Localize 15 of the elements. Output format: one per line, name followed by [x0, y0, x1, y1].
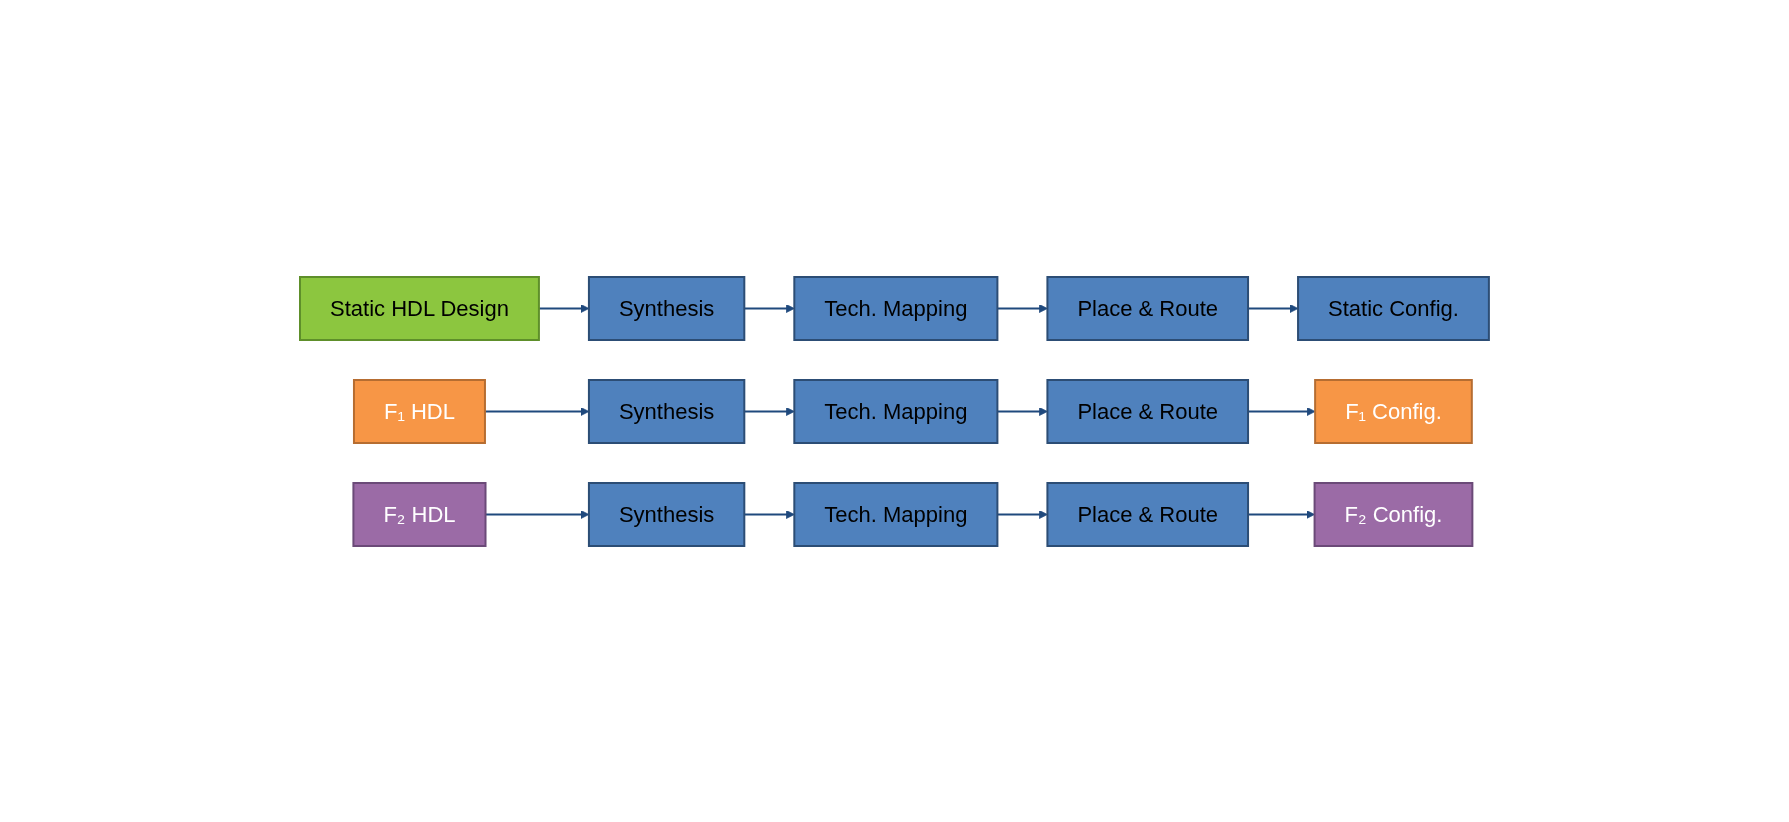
node-box: F₂ Config.	[1313, 481, 1474, 547]
node-box: Synthesis	[587, 378, 746, 444]
node-box: Static Config.	[1297, 275, 1490, 341]
node-box: F₂ HDL	[352, 481, 487, 547]
node-box: Place & Route	[1046, 378, 1250, 444]
node-box: Tech. Mapping	[793, 481, 999, 547]
node-box: F₁ HDL	[353, 378, 486, 444]
node-box: F₁ Config.	[1314, 378, 1473, 444]
node-box: Static HDL Design	[299, 275, 540, 341]
node-box: Synthesis	[587, 275, 746, 341]
node-box: Tech. Mapping	[793, 378, 999, 444]
node-box: Place & Route	[1046, 275, 1250, 341]
node-box: Tech. Mapping	[793, 275, 999, 341]
node-box: Place & Route	[1046, 481, 1250, 547]
node-box: Synthesis	[587, 481, 746, 547]
